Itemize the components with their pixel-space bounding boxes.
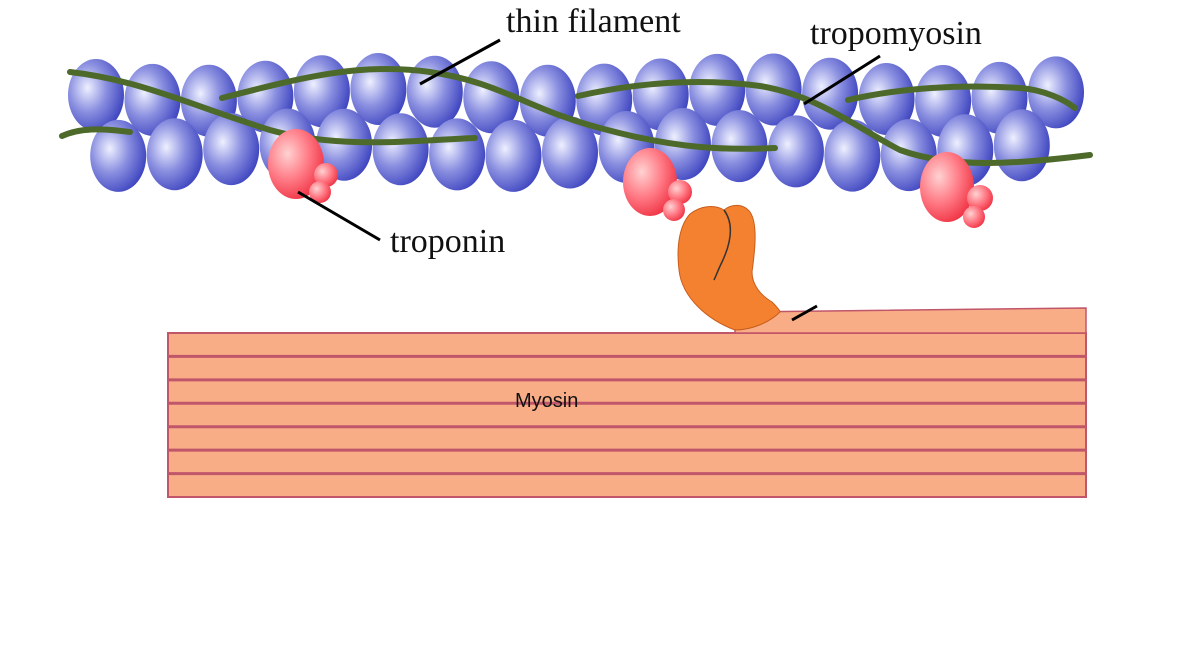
actin-subunit — [858, 63, 915, 135]
tropomyosin-strand-1 — [67, 69, 478, 146]
actin-subunit — [463, 61, 520, 134]
troponin-complex — [920, 152, 993, 228]
tropomyosin-annotation: tropomyosin — [803, 15, 982, 106]
actin-subunit — [689, 53, 746, 126]
actin-subunit — [124, 63, 181, 136]
tropomyosin-strand-5 — [59, 126, 133, 139]
actin-subunit — [146, 118, 203, 191]
actin-subunit — [1028, 56, 1084, 129]
troponin-large-subunit — [920, 152, 974, 222]
troponin-complex — [268, 129, 338, 203]
troponin-large-subunit — [623, 148, 677, 216]
myosin-filament: Myosin — [167, 307, 1087, 498]
tropomyosin-leader-line — [803, 54, 881, 106]
troponin-annotation: troponin — [297, 190, 505, 260]
actin-subunit — [372, 113, 429, 186]
actin-subunit — [824, 119, 881, 192]
myosin-label: Myosin — [515, 390, 578, 412]
troponin-small-subunit — [963, 206, 985, 228]
actin-subunit — [90, 119, 147, 192]
troponin-small-subunit — [668, 180, 692, 204]
myosin-head — [677, 204, 818, 331]
tropomyosin-strands — [59, 65, 1093, 166]
troponin-leader-line — [297, 190, 381, 242]
troponin-small-subunit — [309, 181, 331, 203]
thin-filament-annotation: thin filament — [419, 3, 681, 86]
troponin-complexes — [268, 129, 993, 228]
tropomyosin-label: tropomyosin — [810, 15, 982, 52]
actin-subunit — [485, 119, 542, 192]
actin-subunit — [802, 57, 859, 130]
myosin-stripes — [168, 354, 1086, 476]
tropomyosin-strand-3 — [575, 78, 1093, 166]
actin-subunit — [993, 109, 1050, 182]
myosin-filament-body — [167, 332, 1087, 498]
thin-filament-leader-line — [419, 38, 501, 86]
actin-subunit — [316, 108, 373, 181]
actin-subunit — [203, 113, 260, 186]
myosin-head-cleft — [713, 209, 732, 281]
myosin-head-shape — [677, 204, 781, 331]
troponin-small-subunit — [967, 185, 993, 211]
myosin-head-tick — [791, 304, 818, 322]
myosin-neck — [734, 307, 1087, 334]
troponin-complex — [623, 148, 692, 221]
actin-subunit — [429, 118, 486, 191]
troponin-label: troponin — [390, 223, 505, 260]
actin-subunit — [767, 115, 824, 188]
troponin-large-subunit — [268, 129, 324, 199]
tropomyosin-strand-4 — [845, 83, 1078, 111]
troponin-small-subunit — [663, 199, 685, 221]
tropomyosin-strand-2 — [219, 65, 778, 152]
thin-filament-label: thin filament — [506, 3, 681, 40]
actin-subunit — [542, 116, 598, 189]
